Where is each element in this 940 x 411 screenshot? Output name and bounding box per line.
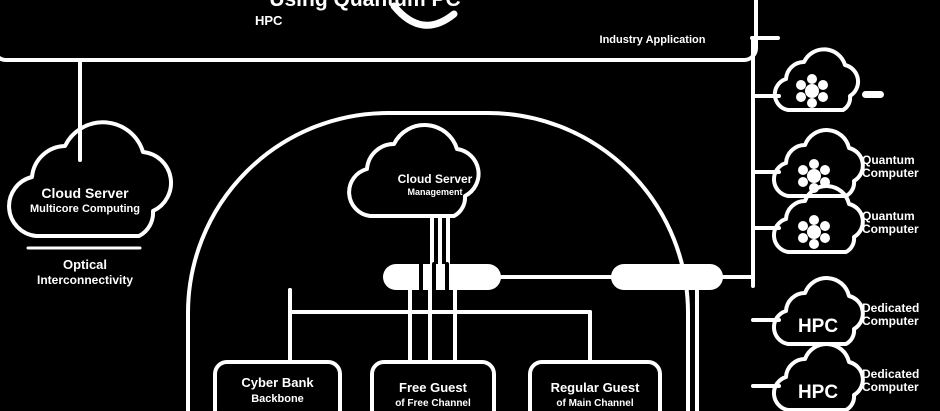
free-guest-box-outline: [370, 360, 496, 411]
hpc-node-2-label2: Computer: [862, 380, 919, 394]
quantum-node-3-label: Quantum: [862, 209, 915, 223]
cyber-bank-box-outline: [213, 360, 342, 411]
hpc-node-1-graphic: [771, 276, 865, 346]
switch-left-body: [383, 264, 501, 290]
cloud-left-outline: [7, 120, 173, 238]
header-panel-outline: [0, 0, 758, 62]
cloud-center-outline: [347, 123, 481, 218]
quantum-node-2-label2: Computer: [862, 166, 919, 180]
hpc-node-2-graphic: [771, 342, 865, 411]
hpc-node-2-label: Dedicated: [862, 367, 920, 381]
quantum-node-3-graphic: [771, 184, 865, 254]
arc-backbone: [186, 111, 690, 411]
quantum-node-1-graphic: [772, 47, 884, 112]
quantum-node-2-label: Quantum: [862, 153, 915, 167]
hpc-node-1-label2: Computer: [862, 314, 919, 328]
quantum-node-3-label2: Computer: [862, 222, 919, 236]
regular-guest-box-outline: [528, 360, 662, 411]
hpc-node-1-badge: HPC: [797, 316, 839, 337]
switch-right-body: [611, 264, 723, 290]
hpc-node-1-label: Dedicated: [862, 301, 920, 315]
hpc-node-2-badge: HPC: [797, 382, 839, 403]
swoosh-icon: [390, 2, 458, 29]
quantum-node-2-graphic: [771, 128, 865, 198]
